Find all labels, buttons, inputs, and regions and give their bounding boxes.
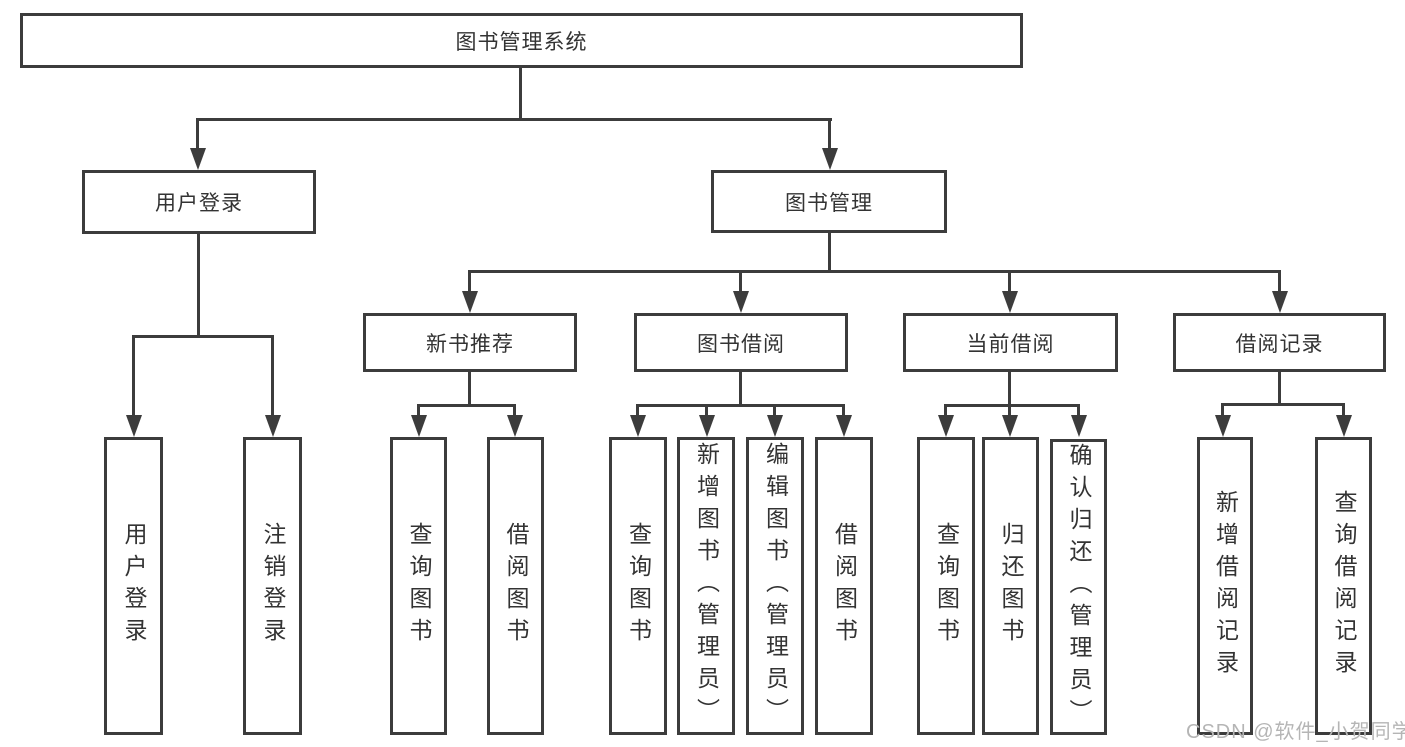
connector-branch (1221, 403, 1345, 406)
arrowhead-down-icon (1002, 415, 1018, 437)
connector-drop-leaf (417, 404, 420, 419)
connector-stem (1008, 371, 1011, 407)
leaf-edit-book-admin: 编辑图书（管理员） (746, 437, 804, 735)
connector-root-stem (519, 66, 522, 120)
node-label: 编辑图书（管理员） (762, 442, 789, 730)
node-label: 查询借阅记录 (1331, 490, 1357, 682)
connector-drop-leaf (271, 335, 274, 419)
arrowhead-down-icon (767, 415, 783, 437)
arrowhead-down-icon (836, 415, 852, 437)
arrowhead-down-icon (630, 415, 646, 437)
leaf-add-borrow-record: 新增借阅记录 (1197, 437, 1253, 735)
connector-drop-leaf (132, 335, 135, 419)
connector-drop-current-borrowing (1008, 270, 1011, 293)
arrowhead-down-icon (1272, 291, 1288, 313)
connector-stem (739, 371, 742, 407)
leaf-borrow-books-borrowing: 借阅图书 (815, 437, 873, 735)
connector-branch (636, 404, 845, 407)
connector-stem (468, 371, 471, 407)
node-label: 查询图书 (625, 522, 652, 650)
connector-user-login-branch (132, 335, 274, 338)
leaf-query-books-new: 查询图书 (390, 437, 447, 735)
node-label: 查询图书 (406, 522, 432, 650)
node-label: 新增图书（管理员） (693, 442, 720, 730)
leaf-borrow-books-new: 借阅图书 (487, 437, 544, 735)
connector-drop-book-borrowing (739, 270, 742, 293)
connector-drop-leaf (705, 404, 708, 419)
node-label: 查询图书 (933, 522, 960, 650)
node-borrowing-records: 借阅记录 (1173, 313, 1386, 372)
leaf-query-books-borrowing: 查询图书 (609, 437, 667, 735)
connector-drop-leaf (1008, 404, 1011, 419)
arrowhead-down-icon (265, 415, 281, 437)
node-label: 新书推荐 (426, 332, 514, 356)
connector-root-branch (196, 118, 832, 121)
connector-stem (1278, 371, 1281, 405)
node-new-book-recommendation: 新书推荐 (363, 313, 577, 372)
node-user-login: 用户登录 (82, 170, 316, 234)
leaf-query-borrow-record: 查询借阅记录 (1315, 437, 1372, 735)
connector-drop-leaf (1077, 404, 1080, 419)
connector-drop-leaf (636, 404, 639, 419)
node-label: 确认归还（管理员） (1066, 443, 1092, 731)
leaf-logout: 注销登录 (243, 437, 302, 735)
node-label: 借阅图书 (831, 522, 858, 650)
connector-drop-user-login (196, 118, 199, 151)
arrowhead-down-icon (507, 415, 523, 437)
arrowhead-down-icon (462, 291, 478, 313)
node-label: 图书管理 (785, 191, 873, 215)
arrowhead-down-icon (1071, 415, 1087, 437)
arrowhead-down-icon (822, 148, 838, 170)
node-label: 新增借阅记录 (1212, 490, 1239, 682)
connector-drop-book-management (828, 118, 831, 151)
connector-drop-leaf (1221, 403, 1224, 419)
arrowhead-down-icon (938, 415, 954, 437)
watermark-text: CSDN @软件_小贺同学 (1186, 721, 1405, 743)
node-label: 用户登录 (155, 192, 243, 215)
node-label: 图书管理系统 (455, 30, 588, 54)
connector-drop-borrowing-records (1278, 270, 1281, 293)
arrowhead-down-icon (190, 148, 206, 170)
arrowhead-down-icon (1002, 291, 1018, 313)
connector-branch (944, 404, 1080, 407)
node-current-borrowing: 当前借阅 (903, 313, 1118, 372)
arrowhead-down-icon (1336, 415, 1352, 437)
connector-drop-new-book (468, 270, 471, 293)
leaf-confirm-return-admin: 确认归还（管理员） (1050, 439, 1107, 735)
arrowhead-down-icon (733, 291, 749, 313)
leaf-return-books: 归还图书 (982, 437, 1039, 735)
node-label: 用户登录 (121, 522, 147, 650)
connector-branch (417, 404, 516, 407)
connector-book-management-stem (828, 232, 831, 272)
arrowhead-down-icon (411, 415, 427, 437)
connector-book-management-branch (468, 270, 1281, 273)
leaf-add-book-admin: 新增图书（管理员） (677, 437, 735, 735)
node-library-management-system: 图书管理系统 (20, 13, 1023, 68)
node-label: 当前借阅 (966, 332, 1055, 356)
arrowhead-down-icon (126, 415, 142, 437)
arrowhead-down-icon (1215, 415, 1231, 437)
node-book-borrowing: 图书借阅 (634, 313, 848, 372)
connector-drop-leaf (513, 404, 516, 419)
connector-user-login-stem (197, 233, 200, 337)
connector-drop-leaf (1342, 403, 1345, 419)
node-label: 借阅记录 (1235, 332, 1324, 356)
connector-drop-leaf (773, 404, 776, 419)
leaf-user-login: 用户登录 (104, 437, 163, 735)
connector-drop-leaf (842, 404, 845, 419)
node-label: 图书借阅 (697, 332, 785, 356)
arrowhead-down-icon (699, 415, 715, 437)
leaf-query-books-current: 查询图书 (917, 437, 975, 735)
node-label: 借阅图书 (503, 522, 529, 650)
connector-drop-leaf (944, 404, 947, 419)
node-book-management: 图书管理 (711, 170, 947, 233)
node-label: 归还图书 (998, 522, 1024, 650)
node-label: 注销登录 (260, 522, 286, 650)
